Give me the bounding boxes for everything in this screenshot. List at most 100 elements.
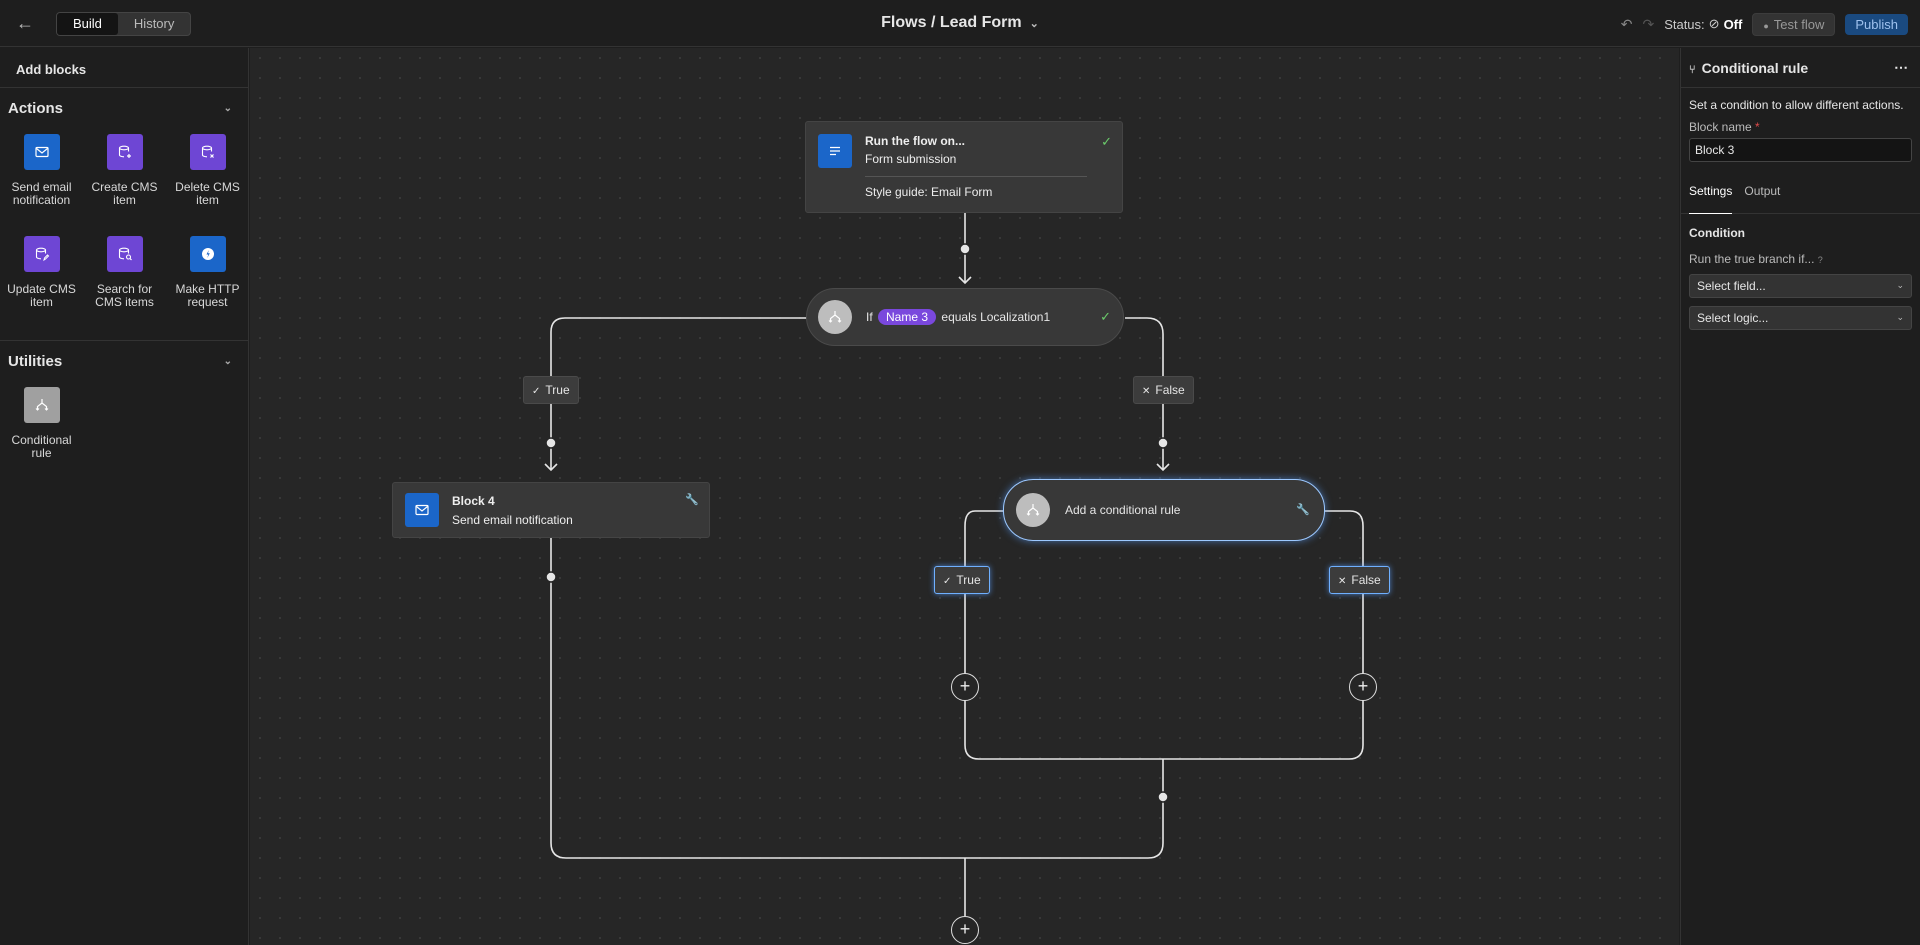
divider xyxy=(0,340,248,341)
block-4-node[interactable]: Block 4 Send email notification 🔧 xyxy=(392,482,710,538)
trigger-node[interactable]: Run the flow on... Form submission Style… xyxy=(805,121,1123,213)
block-conditional-rule[interactable]: Conditional rule xyxy=(0,381,83,483)
test-flow-button[interactable]: ● Test flow xyxy=(1752,12,1836,36)
http-request-icon xyxy=(189,236,226,272)
inspector-description: Set a condition to allow different actio… xyxy=(1689,98,1904,112)
mail-icon xyxy=(405,493,439,527)
branch-label: False xyxy=(1155,383,1185,397)
question-text: Run the true branch if... xyxy=(1689,252,1815,266)
add-block-true-button[interactable]: + xyxy=(951,673,979,701)
select-field-dropdown[interactable]: Select field... ⌄ xyxy=(1689,274,1912,298)
check-icon: ✓ xyxy=(1100,309,1111,324)
block-update-cms[interactable]: Update CMS item xyxy=(0,230,83,332)
check-icon: ✓ xyxy=(943,576,952,587)
block-title: Block 4 xyxy=(452,494,495,508)
condition-rest: equals Localization1 xyxy=(941,310,1051,324)
condition-prefix: If xyxy=(866,310,873,324)
block-label: Send email notification xyxy=(11,180,72,207)
branch-icon: ⑂ xyxy=(1689,63,1696,76)
utilities-grid: Conditional rule xyxy=(0,381,248,491)
flow-canvas[interactable]: Run the flow on... Form submission Style… xyxy=(250,48,1679,945)
inspector-panel: ⑂ Conditional rule ⋯ Set a condition to a… xyxy=(1680,48,1920,945)
true-branch-tag[interactable]: ✓ True xyxy=(523,376,579,404)
trigger-title: Run the flow on... xyxy=(865,134,965,148)
condition-node-2[interactable]: Add a conditional rule 🔧 xyxy=(1003,479,1325,541)
redo-icon[interactable]: ↷ xyxy=(1642,15,1655,32)
tab-build[interactable]: Build xyxy=(57,13,118,35)
back-arrow-icon[interactable]: ← xyxy=(16,13,34,33)
section-actions[interactable]: Actions ⌄ xyxy=(0,88,248,128)
chevron-down-icon[interactable]: ⌄ xyxy=(223,102,232,114)
wrench-icon: 🔧 xyxy=(1296,504,1310,516)
undo-icon[interactable]: ↶ xyxy=(1620,15,1633,32)
database-edit-icon xyxy=(23,236,60,272)
database-plus-icon xyxy=(106,134,143,170)
divider xyxy=(865,176,1087,177)
block-http-request[interactable]: Make HTTP request xyxy=(166,230,249,332)
database-x-icon xyxy=(189,134,226,170)
block-send-email[interactable]: Send email notification xyxy=(0,128,83,230)
field-chip[interactable]: Name 3 xyxy=(878,309,937,325)
status-value[interactable]: Off xyxy=(1723,16,1743,32)
mail-icon xyxy=(23,134,60,170)
branch-question: Run the true branch if... ? xyxy=(1681,240,1920,266)
chevron-down-icon[interactable]: ⌄ xyxy=(223,355,232,367)
panel-header: Add blocks xyxy=(0,48,248,88)
false-branch-tag[interactable]: ✕ False xyxy=(1133,376,1194,404)
check-icon: ✓ xyxy=(532,386,541,397)
close-icon: ✕ xyxy=(1338,576,1347,587)
block-subtitle: Send email notification xyxy=(452,513,573,527)
branch-label: False xyxy=(1351,573,1381,587)
condition-node-1[interactable]: If Name 3 equals Localization1 ✓ xyxy=(806,288,1124,346)
record-icon: ● xyxy=(1763,20,1769,31)
status-label: Status: xyxy=(1664,16,1705,32)
chevron-down-icon: ⌄ xyxy=(1896,312,1904,322)
add-block-false-button[interactable]: + xyxy=(1349,673,1377,701)
block-label: Conditional rule xyxy=(11,433,72,460)
connector-lines xyxy=(544,213,1364,916)
help-icon[interactable]: ? xyxy=(1817,255,1823,265)
form-icon xyxy=(818,134,852,168)
true-branch-tag-2[interactable]: ✓ True xyxy=(934,566,990,594)
top-bar: ← Build History Flows / Lead Form ⌄ ↶ ↷ S… xyxy=(0,0,1920,47)
actions-grid: Send email notification Create CMS item … xyxy=(0,128,248,340)
tab-settings[interactable]: Settings xyxy=(1689,184,1733,214)
inspector-header: ⑂ Conditional rule ⋯ xyxy=(1681,48,1920,88)
select-logic-dropdown[interactable]: Select logic... ⌄ xyxy=(1689,306,1912,330)
block-name-label: Block name * xyxy=(1681,112,1920,134)
add-block-end-button[interactable]: + xyxy=(951,916,979,944)
check-icon: ✓ xyxy=(1101,134,1112,149)
branch-icon xyxy=(818,300,852,334)
branch-icon xyxy=(23,387,60,423)
block-create-cms[interactable]: Create CMS item xyxy=(83,128,166,230)
section-utilities[interactable]: Utilities⌄ xyxy=(0,341,248,381)
block-label: Make HTTP request xyxy=(175,282,240,309)
dropdown-value: Select field... xyxy=(1697,279,1766,293)
inspector-title: Conditional rule xyxy=(1701,59,1809,76)
branch-label: True xyxy=(545,383,570,397)
section-title: Actions xyxy=(8,99,64,117)
block-label: Update CMS item xyxy=(7,282,76,309)
top-right-controls: ↶ ↷ Status: ⊘ Off ●Test flow Publish xyxy=(1621,12,1908,36)
chevron-down-icon: ⌄ xyxy=(1896,280,1904,290)
page-title-area: Flows / Lead Form ⌄ xyxy=(0,14,1920,32)
page-title[interactable]: Flows / Lead Form xyxy=(881,14,1022,31)
branch-label: True xyxy=(956,573,981,587)
close-icon: ✕ xyxy=(1142,386,1151,397)
block-search-cms[interactable]: Search for CMS items xyxy=(83,230,166,332)
database-search-icon xyxy=(106,236,143,272)
publish-button[interactable]: Publish xyxy=(1845,13,1908,35)
chevron-down-icon[interactable]: ⌄ xyxy=(1029,18,1039,30)
trigger-detail: Style guide: Email Form xyxy=(865,185,993,199)
trigger-subtitle: Form submission xyxy=(865,152,957,166)
block-name-input[interactable]: Block 3 xyxy=(1689,138,1912,162)
add-blocks-panel: Add blocks Actions ⌄ Send email notificat… xyxy=(0,48,249,945)
false-branch-tag-2[interactable]: ✕ False xyxy=(1329,566,1390,594)
branch-icon xyxy=(1016,493,1050,527)
block-delete-cms[interactable]: Delete CMS item xyxy=(166,128,249,230)
test-flow-label: Test flow xyxy=(1773,16,1825,32)
tab-history[interactable]: History xyxy=(133,16,175,31)
dropdown-value: Select logic... xyxy=(1697,311,1769,325)
tab-output[interactable]: Output xyxy=(1744,184,1781,198)
more-menu-icon[interactable]: ⋯ xyxy=(1894,59,1908,75)
